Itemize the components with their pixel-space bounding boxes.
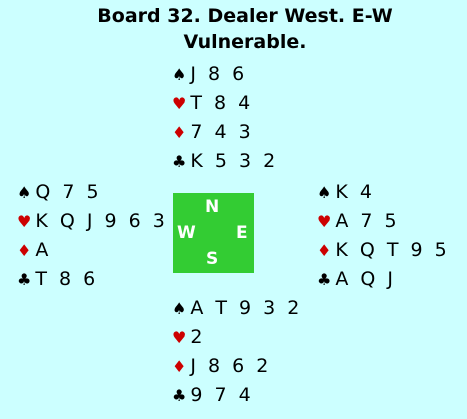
south-hearts: 2 [190,326,206,348]
west-clubs: T 8 6 [35,268,99,290]
east-spades: K 4 [335,181,375,203]
north-diamonds: 7 4 3 [190,121,254,143]
heart-icon: ♥ [317,212,332,231]
east-spades-row: ♠K 4 [317,178,450,207]
diamond-icon: ♦ [317,241,332,260]
heart-icon: ♥ [172,328,187,347]
east-hearts: A 7 5 [335,210,400,232]
east-diamonds-row: ♦K Q T 9 5 [317,236,450,265]
north-clubs-row: ♣K 5 3 2 [172,147,278,176]
board-title-line2: Vulnerable. [183,31,307,53]
north-hearts: T 8 4 [190,92,254,114]
spade-icon: ♠ [17,183,32,202]
east-diamonds: K Q T 9 5 [335,239,450,261]
south-hearts-row: ♥2 [172,323,302,352]
board-title-line1: Board 32. Dealer West. E-W [97,5,393,27]
diamond-icon: ♦ [172,123,187,142]
south-spades-row: ♠A T 9 3 2 [172,294,302,323]
north-spades-row: ♠J 8 6 [172,60,278,89]
north-hearts-row: ♥T 8 4 [172,89,278,118]
hand-west: ♠Q 7 5 ♥K Q J 9 6 3 ♦A ♣T 8 6 [17,178,168,294]
board-title: Board 32. Dealer West. E-W Vulnerable. [40,3,450,55]
spade-icon: ♠ [172,65,187,84]
club-icon: ♣ [317,270,332,289]
diamond-icon: ♦ [172,357,187,376]
south-diamonds: J 8 6 2 [190,355,272,377]
compass-north: N [205,197,220,217]
south-clubs: 9 7 4 [190,384,254,406]
club-icon: ♣ [172,152,187,171]
north-diamonds-row: ♦7 4 3 [172,118,278,147]
west-hearts-row: ♥K Q J 9 6 3 [17,207,168,236]
club-icon: ♣ [172,386,187,405]
north-clubs: K 5 3 2 [190,150,279,172]
hand-south: ♠A T 9 3 2 ♥2 ♦J 8 6 2 ♣9 7 4 [172,294,302,410]
west-spades: Q 7 5 [35,181,102,203]
diamond-icon: ♦ [17,241,32,260]
compass-box: N W E S [173,193,254,273]
east-hearts-row: ♥A 7 5 [317,207,450,236]
hand-east: ♠K 4 ♥A 7 5 ♦K Q T 9 5 ♣A Q J [317,178,450,294]
west-diamonds-row: ♦A [17,236,168,265]
west-hearts: K Q J 9 6 3 [35,210,168,232]
compass-west: W [177,223,196,243]
compass-south: S [206,249,219,269]
spade-icon: ♠ [172,299,187,318]
north-spades: J 8 6 [190,63,248,85]
club-icon: ♣ [17,270,32,289]
west-spades-row: ♠Q 7 5 [17,178,168,207]
hand-north: ♠J 8 6 ♥T 8 4 ♦7 4 3 ♣K 5 3 2 [172,60,278,176]
south-diamonds-row: ♦J 8 6 2 [172,352,302,381]
heart-icon: ♥ [17,212,32,231]
south-clubs-row: ♣9 7 4 [172,381,302,410]
heart-icon: ♥ [172,94,187,113]
south-spades: A T 9 3 2 [190,297,303,319]
east-clubs: A Q J [335,268,396,290]
west-clubs-row: ♣T 8 6 [17,265,168,294]
compass-east: E [236,223,248,243]
spade-icon: ♠ [317,183,332,202]
west-diamonds: A [35,239,52,261]
east-clubs-row: ♣A Q J [317,265,450,294]
